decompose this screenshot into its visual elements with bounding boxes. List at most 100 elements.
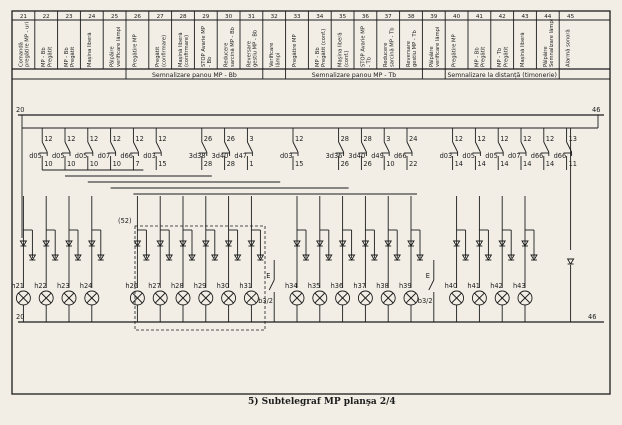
column-label: Pregătire MP — [132, 34, 138, 67]
signal-lamp: h29 — [194, 282, 214, 322]
column-number: 42 — [499, 14, 506, 20]
contact-wire-bottom: 22 — [409, 160, 417, 168]
lamp-label: h43 — [513, 282, 526, 290]
contact-label: d66 — [531, 152, 544, 160]
column-label-line: Pregătit — [70, 47, 76, 67]
diode-body — [65, 240, 73, 247]
contact-wire-bottom: 15 — [295, 160, 303, 168]
column-label-line: (confirmare) — [184, 35, 190, 67]
lamp-cross — [291, 292, 303, 304]
column-label: Pregătire MP — [452, 34, 458, 67]
contact-label: d07 — [508, 152, 521, 160]
column-label-line: lămpi — [275, 53, 281, 67]
column-label-line: Pâlpâire — [109, 46, 116, 67]
contact-wire-bottom: 26 — [341, 160, 349, 168]
lamp-cross — [519, 292, 531, 304]
test-contact: Eb3/2 — [418, 260, 435, 322]
column-number: 27 — [157, 14, 165, 20]
column-label-line: gestiu MP - Tb — [412, 29, 418, 67]
contact-blade — [543, 141, 550, 153]
diode — [133, 240, 142, 247]
lamp-label: h41 — [467, 282, 480, 290]
diode — [521, 240, 529, 247]
contact-wire-bottom: 10 — [67, 160, 75, 168]
diode — [224, 240, 233, 247]
contact-label: d47 — [234, 152, 247, 160]
contact-wire-top: 12 — [90, 135, 98, 143]
column-label: Mașina liberă — [87, 32, 93, 67]
signal-lamp: h40 — [445, 282, 465, 322]
contact-blade — [201, 141, 208, 153]
contact-label: d05 — [485, 152, 498, 160]
signal-lamp: h36 — [331, 282, 351, 322]
contact-wire-bottom: 10 — [90, 160, 98, 168]
contact-wire-top: 12 — [113, 135, 121, 143]
column-number: 45 — [567, 14, 575, 20]
lamp-label: h28 — [171, 282, 184, 290]
column-label: Pregătit(confirmare) — [155, 35, 167, 67]
group-label: Semnalizare panou MP - Tb — [312, 72, 396, 79]
diode-body — [475, 240, 484, 247]
contact-label: 3d36 — [326, 152, 343, 160]
test-contact-terminal: E — [266, 272, 270, 280]
column-number: 43 — [521, 14, 529, 20]
contact-wire-top: 28 — [341, 135, 349, 143]
diode-body — [42, 240, 50, 247]
lamp-label: h21 — [11, 282, 24, 290]
lamp-label: h26 — [125, 282, 138, 290]
contact-wire-bottom: 14 — [523, 160, 531, 168]
contact-wire-bottom: 7 — [135, 160, 139, 168]
column-label-line: Pregătit — [155, 47, 161, 67]
column-number: 35 — [339, 14, 347, 20]
lamp-label: h42 — [490, 282, 503, 290]
contact-blade — [474, 141, 481, 153]
test-contact: Eb3/2 — [258, 260, 275, 322]
contact-wire-top: 12 — [158, 135, 166, 143]
column-label: STOP Avarie MP- Bb — [201, 26, 213, 67]
column-label-line: MP - Bb — [474, 47, 480, 67]
lamp-cross — [200, 292, 212, 304]
contact-wire-bottom: 15 — [158, 160, 166, 168]
contact-wire-top: 12 — [295, 135, 303, 143]
contact-blade — [452, 141, 459, 153]
column-label-line: Pregătit — [481, 47, 487, 67]
column-label-line: MP - Bb — [64, 47, 70, 67]
column-number: 30 — [225, 14, 233, 20]
diode — [247, 240, 256, 247]
contact-blade — [292, 141, 299, 153]
column-label-line: Pregătit — [503, 47, 509, 67]
diode — [338, 240, 347, 247]
column-number: 24 — [88, 14, 96, 20]
contact-blade — [64, 141, 71, 153]
test-contact-blade — [428, 279, 435, 291]
column-label-line: Reducere — [224, 43, 230, 67]
contact-wire-bottom: 26 — [363, 160, 371, 168]
diode — [65, 240, 73, 247]
lamp-cross — [18, 292, 29, 304]
column-number: 32 — [271, 14, 278, 20]
column-number: 31 — [248, 14, 256, 20]
contact-label: d66 — [394, 152, 407, 160]
lamp-label: h35 — [308, 282, 321, 290]
contact-label: 3d40 — [212, 152, 229, 160]
column-label: Mașină liberă — [520, 32, 526, 67]
column-label-line: verificare lămpi — [435, 27, 441, 67]
diagram-caption: 5) Subtelegraf MP planşa 2/4 — [248, 396, 396, 407]
test-contact-label: b3/2 — [258, 297, 273, 305]
column-label-line: sarcină MP - Bb — [230, 26, 236, 67]
diode-body — [521, 240, 529, 247]
column-label-line: Pâlpâire — [542, 46, 549, 67]
contact-blade — [520, 141, 527, 153]
column-number: 41 — [476, 14, 484, 20]
lamp-label: h23 — [57, 282, 70, 290]
column-label-line: Alarmă sonoră — [566, 29, 572, 67]
column-label-line: Pregătire MP — [452, 34, 458, 67]
